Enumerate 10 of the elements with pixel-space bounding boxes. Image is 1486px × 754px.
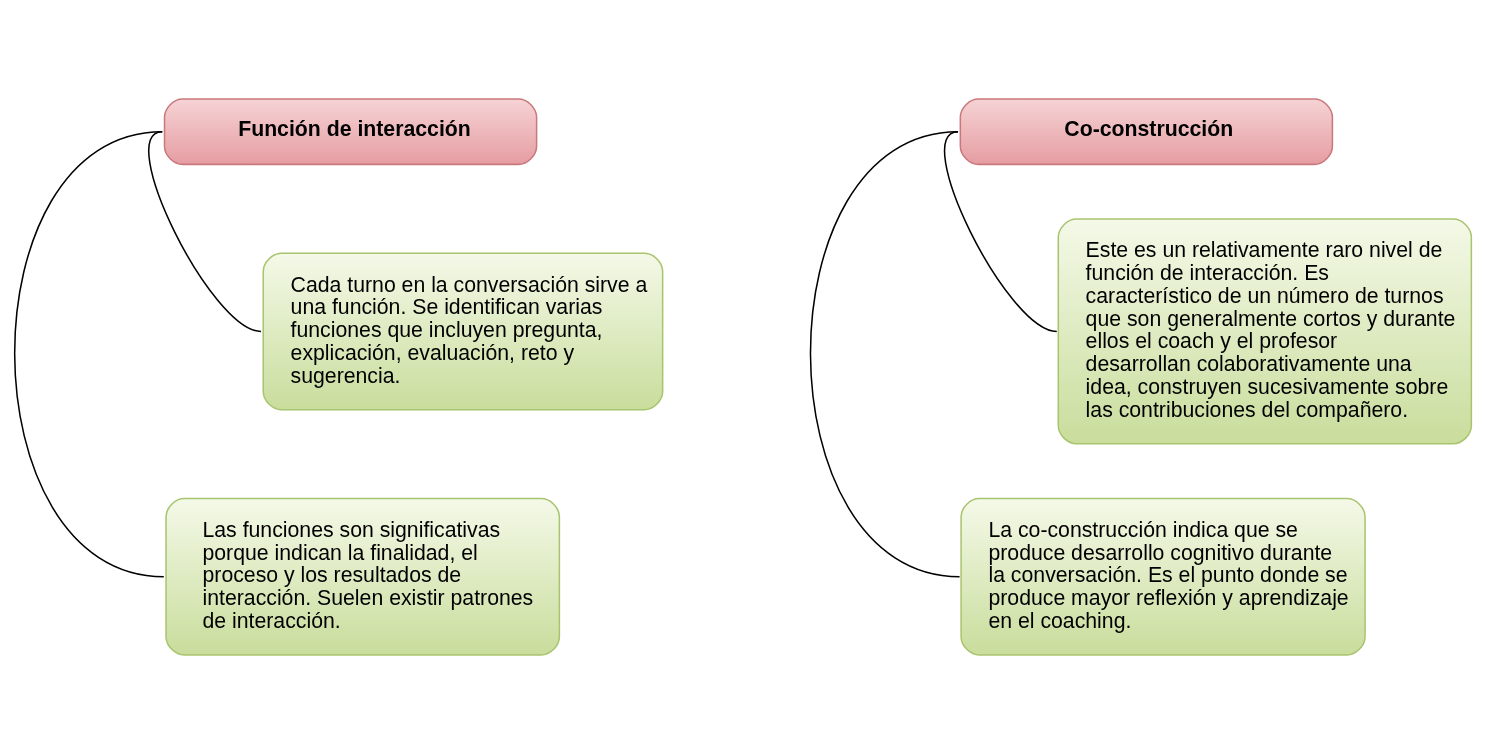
node-box: Función de interacción: [163, 98, 538, 166]
connector: [943, 130, 1058, 333]
connector: [13, 130, 165, 578]
connector: [809, 130, 961, 578]
node-box: La co-construcción indica que se produce desarrollo cognitivo durante la conversación. Es el punto donde se produce mayor reflexión y aprendizaje en el coaching.: [960, 497, 1366, 656]
node-box: Las funciones son significativas porque indican la finalidad, el proceso y los resultados de interacción. Suelen existir patrones de interacción.: [165, 497, 561, 656]
node-box: Co-construcción: [959, 98, 1334, 166]
node-box: Este es un relativamente raro nivel de función de interacción. Es característico de un número de turnos que son generalmente cortos y durante ellos el coach y el profesor desarrollan colaborativamente una idea, construyen sucesivamente sobre las contribuciones del compañero.: [1057, 218, 1473, 445]
node-box: Cada turno en la conversación sirve a una función. Se identifican varias funciones que incluyen pregunta, explicación, evaluación, reto y sugerencia.: [262, 252, 664, 411]
connector: [148, 130, 262, 333]
